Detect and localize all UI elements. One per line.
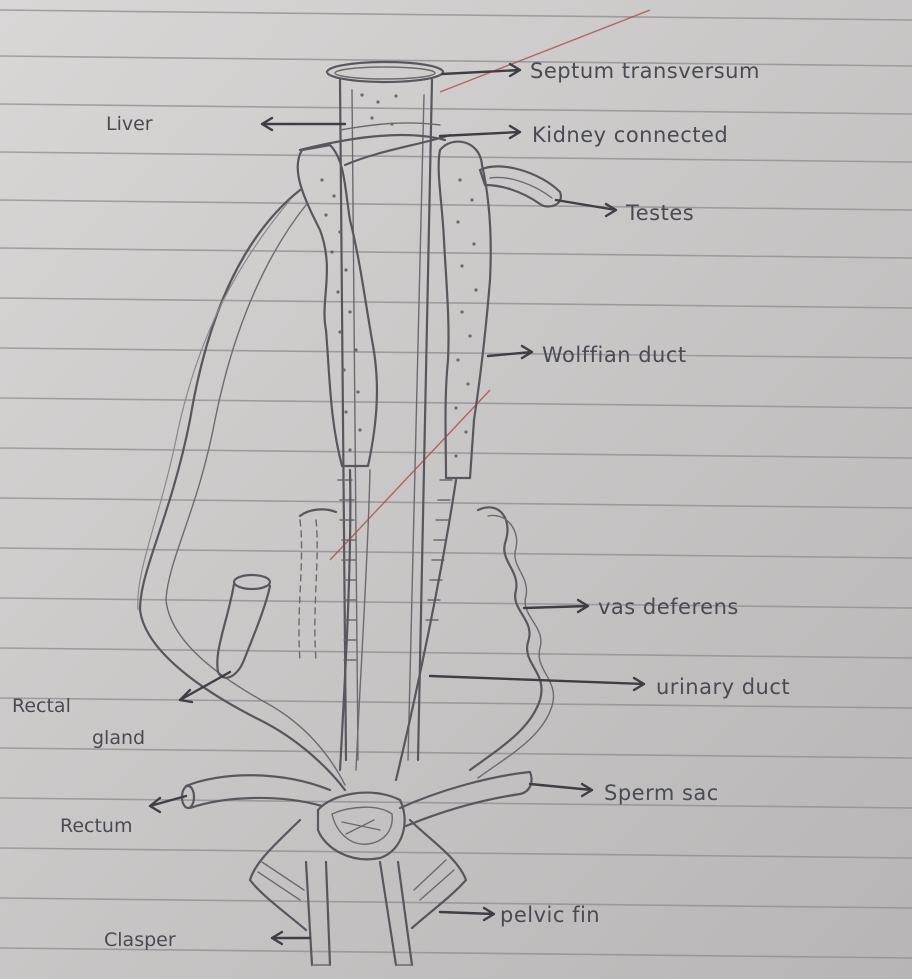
label-rectum: Rectum [60, 815, 132, 837]
label-pelvic-fin: pelvic fin [500, 903, 600, 927]
label-gland: gland [92, 727, 145, 749]
label-clasper: Clasper [104, 929, 176, 951]
label-sperm-sac: Sperm sac [604, 781, 719, 805]
label-wolffian-duct: Wolffian duct [542, 343, 687, 367]
label-testes: Testes [625, 201, 694, 225]
label-kidney: Kidney connected [532, 123, 728, 147]
label-liver: Liver [106, 113, 153, 135]
label-urinary-duct: urinary duct [656, 675, 790, 699]
label-rectal: Rectal [12, 695, 71, 717]
label-vas-deferens: vas deferens [598, 595, 739, 619]
label-septum-transversum: Septum transversum [530, 59, 760, 83]
